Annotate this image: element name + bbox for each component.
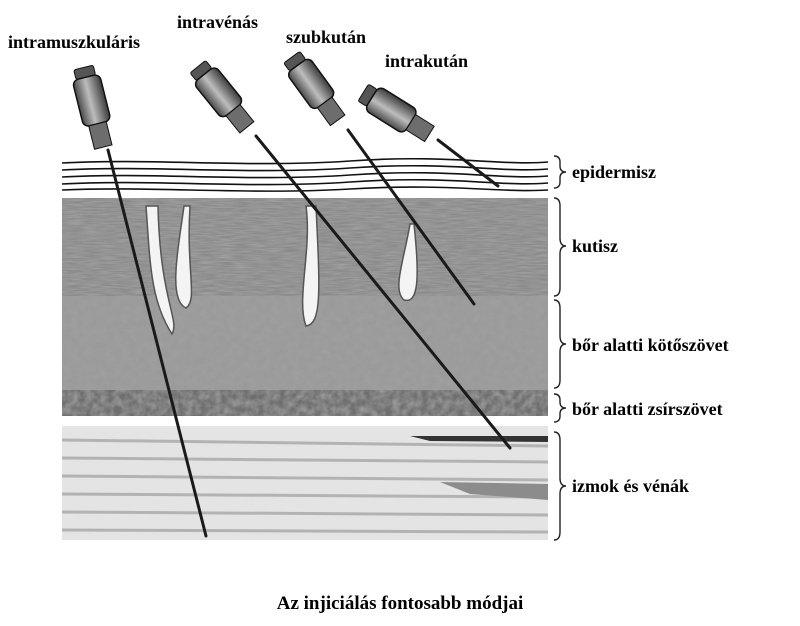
needle-hub-intracutaneous [356,81,437,146]
needle-hub-intravenous [187,58,258,136]
layer-label-fat-tissue: bőr alatti zsírszövet [572,400,723,418]
figure-caption: Az injiciálás fontosabb módjai [0,593,800,615]
needle-label-intramuscular: intramuszkuláris [8,33,140,51]
needle-hub-intramuscular [70,64,117,150]
brace-muscle [554,432,566,540]
epidermis-layer [62,159,548,191]
intracutaneous-needle-shaft [438,140,498,186]
layer-braces [554,156,566,540]
brace-fat [554,394,566,422]
muscle-layer [62,426,548,540]
needle-label-intravenous: intravénás [177,13,258,31]
layer-label-connective-tissue: bőr alatti kötőszövet [572,336,729,354]
layer-label-cutis: kutisz [572,237,618,255]
brace-cutis [554,198,566,296]
layer-label-epidermis: epidermisz [572,163,656,181]
brace-connective [554,300,566,388]
layer-label-muscles-veins: izmok és vénák [572,477,689,495]
needle-label-subcutaneous: szubkután [286,28,366,46]
needle-label-intracutaneous: intrakután [385,52,468,70]
brace-epidermis [554,156,566,188]
needle-hub-subcutaneous [280,49,348,129]
